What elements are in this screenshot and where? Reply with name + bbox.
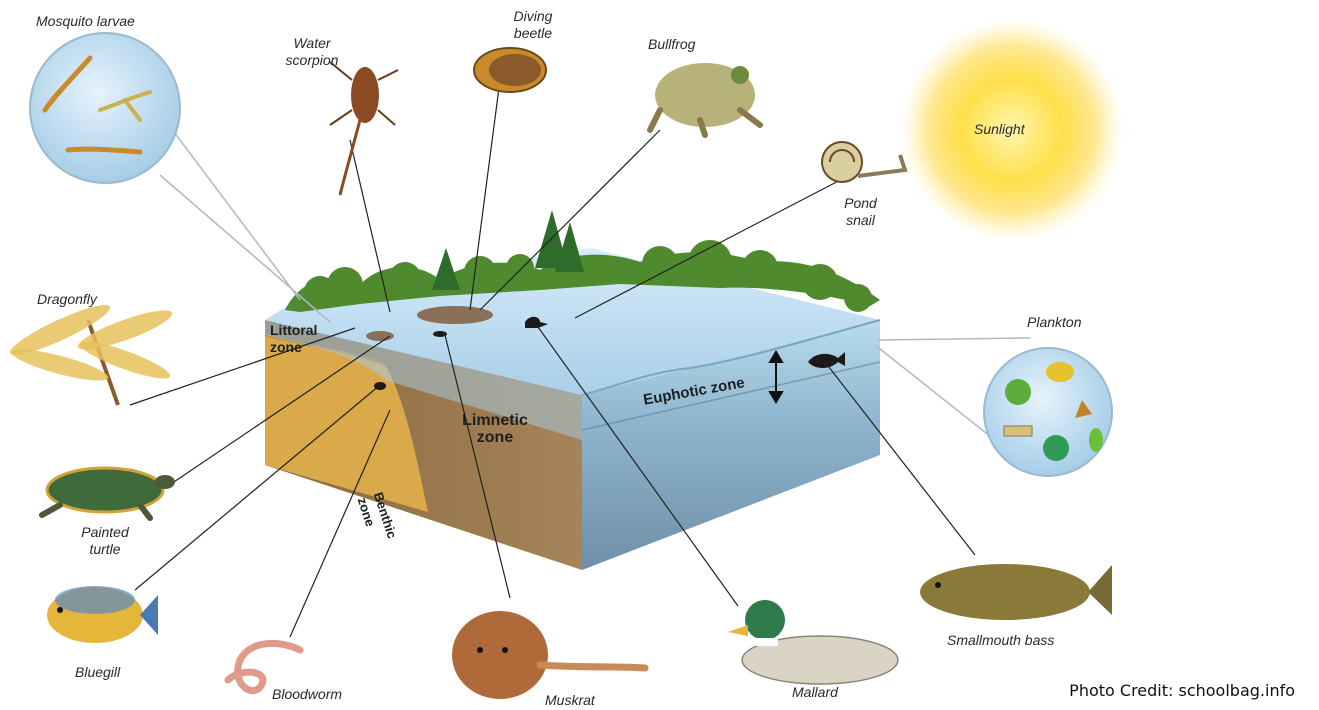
- bloodworm-icon: [228, 643, 300, 690]
- label-bloodworm: Bloodworm: [272, 686, 342, 703]
- label-sunlight: Sunlight: [974, 121, 1025, 138]
- pond-snail-icon: [822, 142, 905, 182]
- label-mallard: Mallard: [792, 684, 838, 701]
- zone-label-limnetic: Limnetic zone: [455, 412, 535, 446]
- label-bluegill: Bluegill: [75, 664, 120, 681]
- label-mosquito-larvae: Mosquito larvae: [36, 13, 135, 30]
- label-muskrat: Muskrat: [545, 692, 595, 709]
- photo-credit: Photo Credit: schoolbag.info: [1069, 681, 1295, 700]
- painted-turtle-icon: [42, 468, 175, 518]
- zone-label-littoral: Littoral zone: [270, 322, 330, 356]
- dragonfly-icon: [6, 298, 175, 405]
- muskrat-icon: [452, 611, 645, 699]
- label-painted-turtle: Painted turtle: [75, 524, 135, 558]
- label-smallmouth-bass: Smallmouth bass: [947, 632, 1054, 649]
- smallmouth-bass-icon: [920, 564, 1112, 620]
- mosquito-larvae-inset: [30, 33, 180, 183]
- label-dragonfly: Dragonfly: [37, 291, 97, 308]
- label-diving-beetle: Diving beetle: [503, 8, 563, 42]
- bullfrog-icon: [650, 63, 760, 135]
- plankton-inset: [984, 348, 1112, 476]
- mallard-icon: [728, 600, 898, 684]
- label-plankton: Plankton: [1027, 314, 1081, 331]
- water-scorpion-icon: [330, 62, 398, 195]
- bluegill-icon: [47, 586, 158, 643]
- label-water-scorpion: Water scorpion: [272, 35, 352, 69]
- label-bullfrog: Bullfrog: [648, 36, 695, 53]
- label-pond-snail: Pond snail: [838, 195, 883, 229]
- diving-beetle-icon: [474, 48, 546, 92]
